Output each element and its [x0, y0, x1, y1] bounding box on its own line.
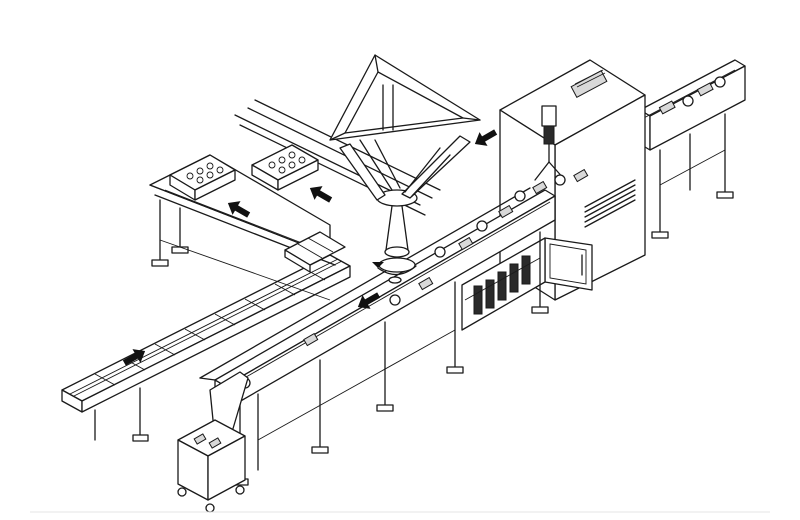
flow-arrows	[122, 129, 498, 366]
infeed-products	[239, 168, 589, 389]
collection-bin	[177, 371, 249, 513]
arrow-infeed-in	[474, 129, 498, 146]
tray-conveyor-left	[61, 154, 351, 442]
arrow-tray-left	[227, 201, 251, 218]
arrow-infeed-main	[357, 292, 381, 309]
rear-conveyor	[639, 59, 746, 239]
arrow-tray-front	[122, 349, 146, 366]
arrow-tray-center	[309, 186, 333, 203]
product-grid-box-1	[186, 162, 224, 184]
delta-robot	[329, 54, 481, 284]
product-grid-box-2	[268, 151, 306, 174]
tray-conveyor-center	[169, 144, 346, 273]
